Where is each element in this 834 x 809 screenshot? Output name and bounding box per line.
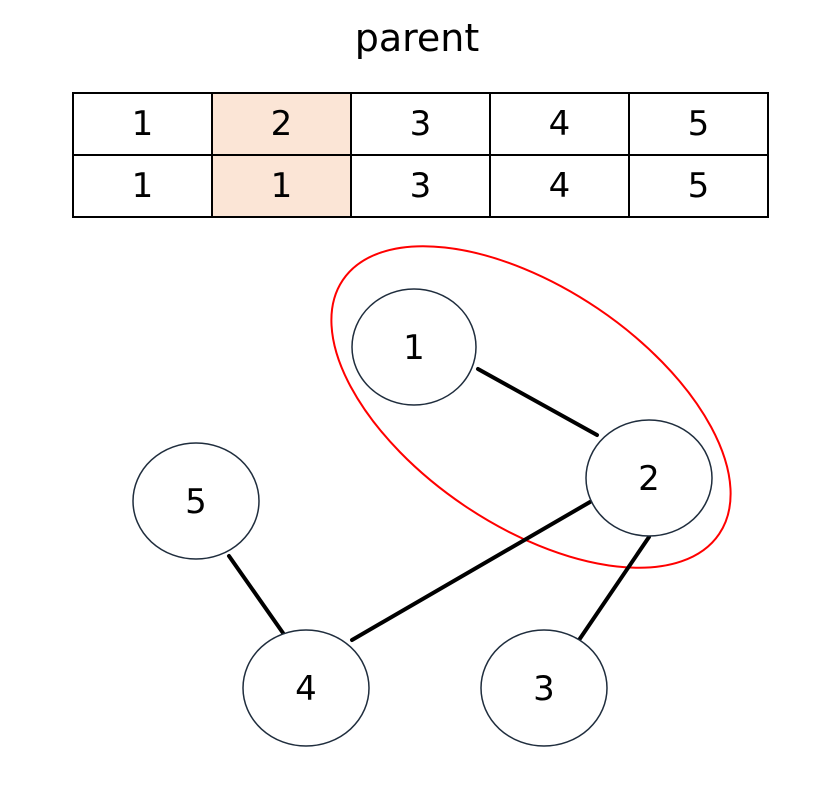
group-highlight-ellipse — [330, 245, 732, 569]
index-cell: 5 — [628, 92, 769, 156]
node-label: 2 — [638, 459, 660, 499]
index-cell: 1 — [72, 92, 213, 156]
index-cell: 3 — [350, 92, 491, 156]
node-label: 1 — [403, 328, 425, 368]
node-label: 5 — [185, 482, 207, 522]
edge-2-4 — [350, 500, 592, 642]
parent-cell: 4 — [489, 154, 630, 218]
graph-node: 4 — [242, 629, 370, 747]
diagram-title: parent — [354, 16, 480, 60]
parent-row: 1 1 3 4 5 — [72, 154, 769, 218]
graph-node: 3 — [480, 629, 608, 747]
node-label: 3 — [533, 669, 555, 709]
graph-node: 5 — [132, 442, 260, 560]
node-label: 4 — [295, 669, 317, 709]
edge-1-2 — [476, 367, 599, 437]
index-row: 1 2 3 4 5 — [72, 92, 769, 156]
index-cell: 4 — [489, 92, 630, 156]
parent-array-table: 1 2 3 4 5 1 1 3 4 5 — [72, 92, 769, 218]
graph-node: 2 — [585, 419, 713, 537]
parent-cell-highlighted: 1 — [211, 154, 352, 218]
edge-2-3 — [577, 535, 651, 642]
graph-node: 1 — [351, 288, 477, 406]
parent-cell: 1 — [72, 154, 213, 218]
parent-cell: 3 — [350, 154, 491, 218]
parent-cell: 5 — [628, 154, 769, 218]
edge-5-4 — [227, 554, 285, 635]
index-cell-highlighted: 2 — [211, 92, 352, 156]
